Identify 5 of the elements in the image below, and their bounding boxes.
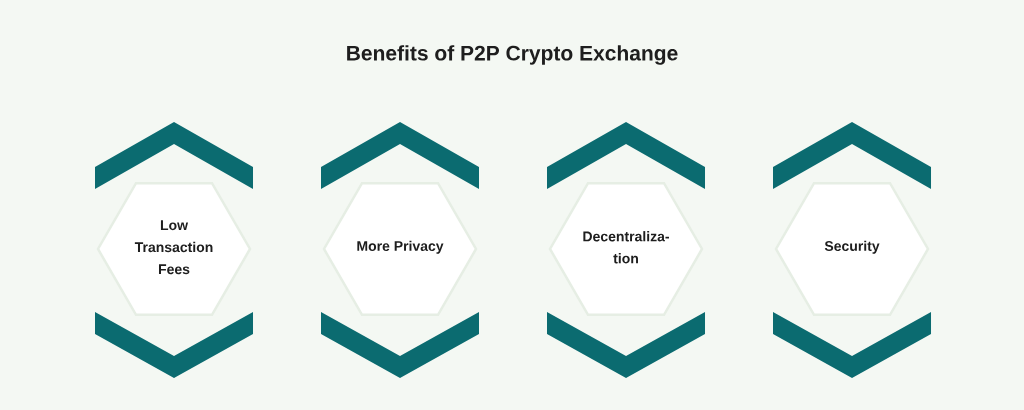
title: Benefits of P2P Crypto Exchange	[347, 45, 678, 65]
hexagon-box: More Privacy	[322, 181, 478, 317]
hexagon-box: Security	[774, 181, 930, 317]
hexagon-box: Low Transaction Fees	[96, 181, 252, 317]
hexagon-box: Decentraliza- tion	[548, 181, 704, 317]
